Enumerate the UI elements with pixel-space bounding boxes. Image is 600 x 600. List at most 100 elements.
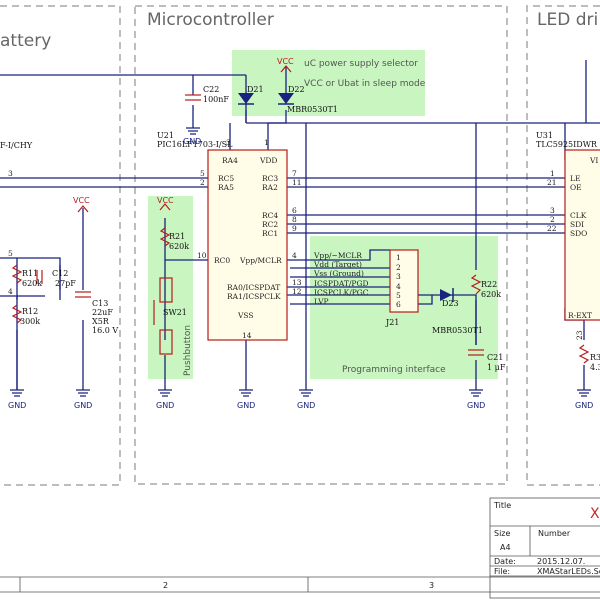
supply-selector-note-2: VCC or Ubat in sleep mode <box>304 79 426 89</box>
svg-text:GND: GND <box>575 401 593 410</box>
mcu-pin-ra2: RA2 <box>262 183 278 192</box>
svg-text:23: 23 <box>575 330 584 340</box>
ground-labels: GND GND GND GND GND GND GND GND <box>8 137 593 410</box>
svg-text:5: 5 <box>200 169 205 178</box>
vcc-label-battery: VCC <box>73 196 90 205</box>
switch-sw21 <box>153 277 173 355</box>
svg-text:GND: GND <box>467 401 485 410</box>
mcu-pin-vdd: VDD <box>259 156 277 165</box>
r21-ref: R21 <box>169 232 185 241</box>
resistor-r11 <box>11 264 23 284</box>
vcc-arrow <box>77 65 292 213</box>
c21-ref: C21 <box>487 353 503 362</box>
supply-selector-area <box>232 50 425 116</box>
svg-text:ICSPDAT/PGD: ICSPDAT/PGD <box>314 279 369 288</box>
resistor-r21 <box>159 227 171 247</box>
mcu-pin-ra4: RA4 <box>222 156 238 165</box>
j21-ref: J21 <box>385 318 399 327</box>
bottom-ruler <box>0 576 600 593</box>
resistor-r12 <box>11 304 23 324</box>
svg-text:Vss (Ground): Vss (Ground) <box>313 269 364 278</box>
programming-interface-note: Programming interface <box>342 365 446 375</box>
svg-text:2: 2 <box>200 178 205 187</box>
title-block <box>489 497 600 599</box>
svg-text:R-EXT: R-EXT <box>568 311 592 320</box>
svg-text:Vdd (Target): Vdd (Target) <box>313 260 362 269</box>
capacitor-c12 <box>36 270 43 284</box>
led-driver-pin-numbers: 1 21 3 2 22 23 <box>547 169 584 340</box>
svg-text:GND: GND <box>183 137 201 146</box>
svg-text:12: 12 <box>292 287 302 296</box>
supply-selector-note-1: uC power supply selector <box>304 59 418 69</box>
svg-text:11: 11 <box>292 178 302 187</box>
svg-text:1: 1 <box>550 169 555 178</box>
title-value: X <box>590 506 600 522</box>
svg-text:3: 3 <box>550 206 555 215</box>
date-label: Date: <box>494 557 516 566</box>
svg-text:GND: GND <box>74 401 92 410</box>
mcu-pin-rc1: RC1 <box>262 229 278 238</box>
svg-text:GND: GND <box>237 401 255 410</box>
r11-value: 620k <box>22 279 42 288</box>
led-driver-part: TLC5925IDWR <box>536 140 598 149</box>
diode-d23 <box>440 288 454 302</box>
svg-text:21: 21 <box>547 178 557 187</box>
r12-ref: R12 <box>22 307 38 316</box>
resistor-r22 <box>470 274 482 295</box>
section-microcontroller-title: Microcontroller <box>147 10 274 30</box>
svg-text:Vpp/~MCLR: Vpp/~MCLR <box>313 251 362 260</box>
mcu-pin-ra0: RA0/ICSPDAT <box>227 283 280 292</box>
section-battery-title: attery <box>0 31 51 51</box>
svg-text:9: 9 <box>292 224 297 233</box>
svg-text:3: 3 <box>226 138 231 147</box>
svg-text:1: 1 <box>264 138 269 147</box>
ruler-mark-2: 2 <box>163 581 168 590</box>
j21-body <box>389 249 419 313</box>
led-driver-ref: U31 <box>536 131 553 140</box>
j21-signals: Vpp/~MCLR Vdd (Target) Vss (Ground) ICSP… <box>313 251 369 306</box>
c22-ref: C22 <box>203 85 219 94</box>
r21-value: 620k <box>169 242 189 251</box>
size-label: Size <box>494 529 511 538</box>
svg-text:6: 6 <box>396 300 401 309</box>
mcu-pin-rc3: RC3 <box>262 174 278 183</box>
pushbutton-area <box>148 196 193 379</box>
capacitor-c13 <box>75 291 91 298</box>
svg-text:8: 8 <box>292 215 297 224</box>
svg-text:2: 2 <box>396 263 401 272</box>
title-label: Title <box>493 501 511 510</box>
svg-text:OE: OE <box>570 183 582 192</box>
svg-text:4: 4 <box>396 282 401 291</box>
mcu-pin-vss: VSS <box>237 311 254 320</box>
mcu-pin-ra5: RA5 <box>218 183 234 192</box>
vcc-label-top: VCC <box>277 57 294 66</box>
d23-part: MBR0530T1 <box>432 326 483 335</box>
svg-text:1: 1 <box>396 253 401 262</box>
d22-ref: D22 <box>288 85 305 94</box>
svg-text:14: 14 <box>242 331 252 340</box>
capacitor-c22 <box>185 94 201 101</box>
svg-text:3: 3 <box>396 272 401 281</box>
c13-voltage: 16.0 V <box>92 326 118 335</box>
c13-ref: C13 <box>92 299 108 308</box>
mcu-part: PIC16LF1703-I/SL <box>157 140 233 149</box>
c21-value: 1 μF <box>487 363 506 372</box>
sw21-ref: SW21 <box>163 308 187 317</box>
d21-ref: D21 <box>247 85 264 94</box>
led-driver-pins: LE OE CLK SDI SDO R-EXT <box>568 174 592 320</box>
resistor-r3 <box>578 344 590 364</box>
mcu-ref: U21 <box>157 131 174 140</box>
svg-text:GND: GND <box>8 401 26 410</box>
svg-text:5: 5 <box>396 291 401 300</box>
led-driver-vdd: VI <box>589 156 598 165</box>
ruler-mark-3: 3 <box>429 581 434 590</box>
svg-text:6: 6 <box>292 206 297 215</box>
mcu-pin-numbers: 3 1 5 2 10 13 12 14 7 11 6 8 9 4 <box>197 138 302 340</box>
svg-text:LVP: LVP <box>314 297 329 306</box>
section-borders <box>0 5 600 486</box>
capacitor-c21 <box>468 349 484 356</box>
svg-text:SDO: SDO <box>570 229 587 238</box>
svg-text:ICSPCLK/PGC: ICSPCLK/PGC <box>314 288 369 297</box>
svg-text:10: 10 <box>197 251 207 260</box>
svg-text:CLK: CLK <box>570 211 587 220</box>
